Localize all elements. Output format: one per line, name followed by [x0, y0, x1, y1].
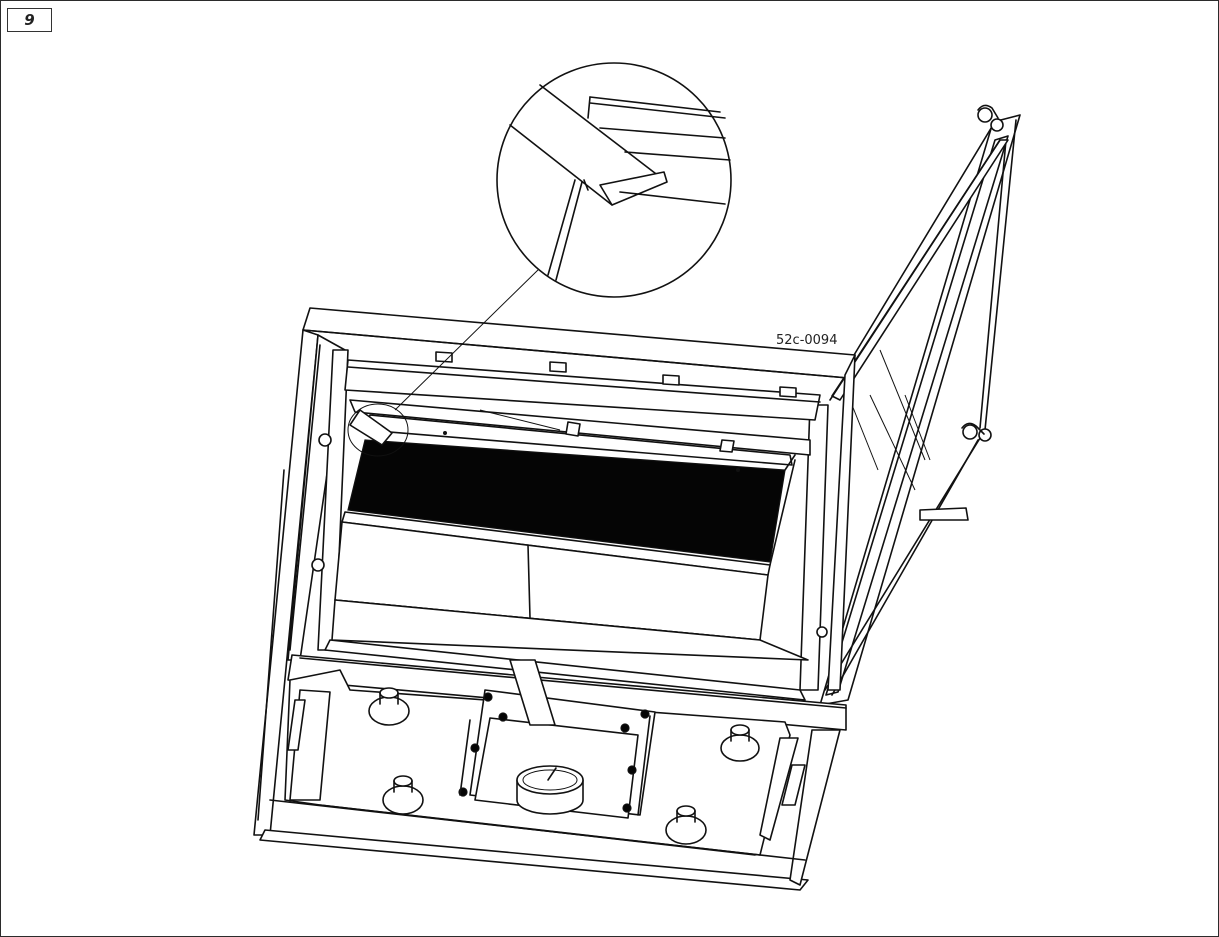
adjustment-foot: [665, 805, 707, 845]
right-screw: [816, 626, 828, 638]
detail-magnifier-circle: [496, 62, 732, 298]
air-spigot: [516, 765, 584, 815]
drawing-reference-code: 52c-0094: [776, 333, 838, 348]
open-door: [819, 104, 1021, 706]
baffle-clip: [719, 439, 735, 453]
door-glass-edge: [831, 139, 1009, 401]
magnified-baffle-plate: [599, 171, 668, 206]
magnified-detail: [509, 84, 731, 281]
baffle-plate-tip: [349, 409, 393, 446]
baffle-clip: [565, 421, 581, 437]
firebox-housing: [253, 307, 856, 836]
adjustment-foot: [382, 775, 424, 815]
front-bottom-rail: [287, 654, 847, 731]
base-slot: [781, 764, 806, 806]
lower-hinge: [961, 422, 992, 442]
top-bracket: [549, 361, 567, 373]
leader-line: [394, 267, 541, 411]
left-screw: [318, 433, 332, 447]
detail-callout: [347, 62, 732, 457]
glass-reflection-line: [869, 394, 916, 491]
adjustment-foot: [720, 724, 760, 762]
base-right-side: [789, 729, 841, 886]
air-control-lever: [509, 659, 556, 726]
top-bracket: [779, 386, 797, 398]
base-plate: [259, 659, 841, 891]
air-inlet-box: [458, 659, 656, 819]
adjustment-foot: [368, 687, 410, 726]
glass-reflection-line: [879, 349, 926, 461]
top-bracket: [435, 351, 453, 363]
glass-reflection-line: [904, 394, 931, 461]
right-post: [799, 404, 829, 691]
top-bracket: [662, 374, 680, 386]
upper-hinge: [977, 104, 1004, 132]
detail-target-circle: [347, 403, 409, 457]
step-number-box: 9: [7, 8, 52, 32]
left-screw: [311, 558, 325, 572]
door-latch: [919, 507, 969, 521]
glass-reflection-line: [851, 404, 879, 471]
